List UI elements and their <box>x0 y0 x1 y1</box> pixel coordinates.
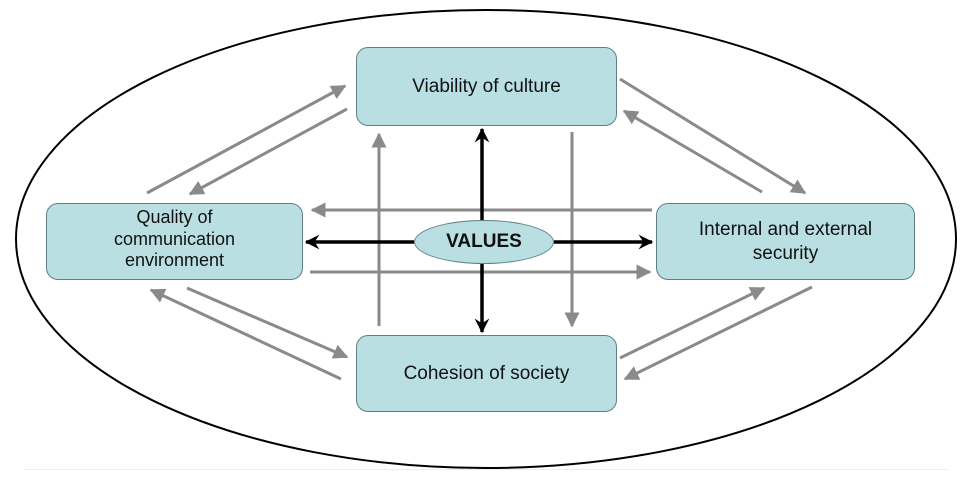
arrow-top-to-right <box>619 77 807 195</box>
bottom-divider <box>24 469 948 470</box>
arrow-left-to-top <box>146 84 347 195</box>
node-viability-of-culture: Viability of culture <box>356 47 617 126</box>
arrow-top-to-left <box>188 107 348 196</box>
arrow-bottom-to-left <box>149 288 342 381</box>
arrow-bottom-to-right <box>619 286 766 360</box>
arrow-left-to-bottom <box>186 286 349 359</box>
node-label: Viability of culture <box>412 75 561 97</box>
node-cohesion-of-society: Cohesion of society <box>356 335 617 412</box>
bold-arrows <box>304 127 654 334</box>
outer-ellipse <box>15 9 957 469</box>
arrow-right-to-top <box>622 109 763 194</box>
node-label: Internal and external security <box>698 218 873 264</box>
node-label: Cohesion of society <box>403 362 570 384</box>
center-node-label: VALUES <box>446 231 522 252</box>
center-node-values: VALUES <box>414 220 554 264</box>
node-internal-and-external-security: Internal and external security <box>656 203 915 280</box>
arrow-right-to-bottom <box>623 285 813 381</box>
node-label: Quality of communication environment <box>113 207 236 271</box>
node-quality-of-communication-environment: Quality of communication environment <box>46 203 303 280</box>
